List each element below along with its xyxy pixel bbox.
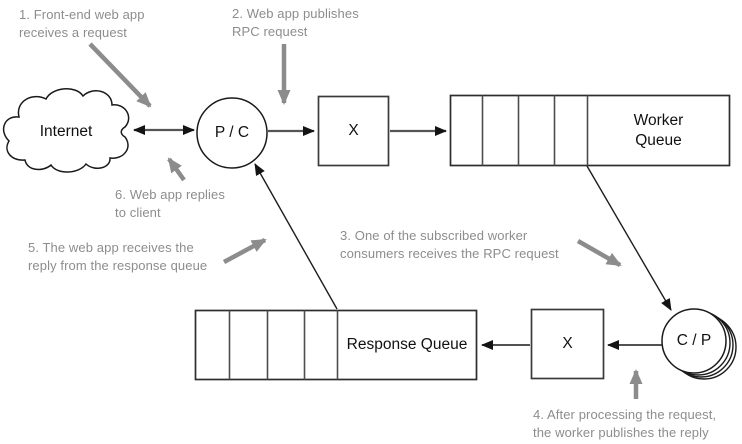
note-1-arrow (88, 42, 152, 108)
internet-cloud (2, 88, 130, 173)
responsequeue-pc-arrow (254, 163, 338, 310)
producer-consumer-circle (196, 97, 268, 169)
note-3-arrow (576, 239, 622, 267)
note-5-webapp-receives-reply: 5. The web app receives the reply from t… (28, 240, 208, 273)
reply-exchange-box (530, 308, 605, 380)
worker-queue-label: Worker Queue (633, 111, 684, 149)
note-2-webapp-publishes-rpc: 2. Web app publishes RPC request (232, 6, 359, 39)
note-5-arrow (222, 238, 267, 264)
request-exchange-box (317, 95, 390, 167)
consumer-producer-label: C / P (676, 332, 712, 349)
note-6-arrow (167, 157, 186, 182)
request-exchange-label: X (348, 122, 359, 139)
note-4-worker-publishes-reply: 4. After processing the request, the wor… (533, 407, 717, 440)
note-1-frontend-receives-request: 1. Front-end web app receives a request (19, 7, 145, 40)
response-queue-box (194, 309, 478, 381)
note-6-webapp-replies-client: 6. Web app replies to client (115, 187, 225, 220)
workerqueue-cp-arrow (586, 165, 672, 311)
internet-label: Internet (39, 122, 93, 140)
note-3-worker-receives-rpc: 3. One of the subscribed worker consumer… (340, 228, 559, 261)
consumer-producer-circle (661, 308, 727, 374)
reply-exchange-label: X (562, 335, 573, 352)
worker-queue-box (449, 94, 731, 167)
response-queue-label: Response Queue (346, 336, 468, 353)
producer-consumer-label: P / C (214, 124, 250, 141)
